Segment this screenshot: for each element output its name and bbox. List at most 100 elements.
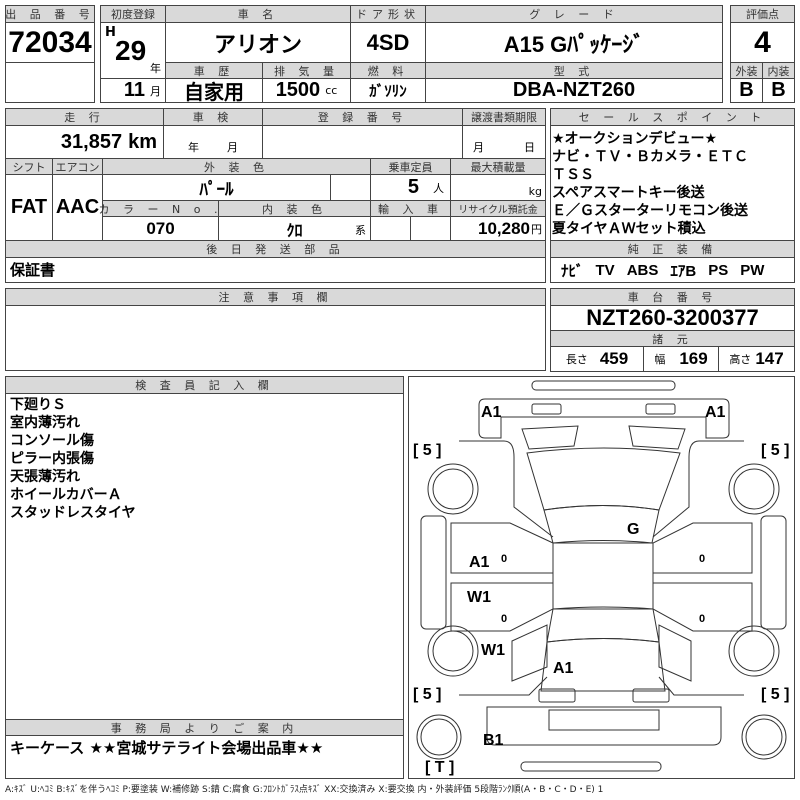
rear-quarter-right [658,624,692,682]
inspector-label: 検 査 員 記 入 欄 [5,376,404,394]
length-label: 長さ [565,353,588,366]
spare-tire-mark: [ T ] [425,759,454,776]
mark-rear-fender-left: W1 [481,642,505,659]
inspector-notes: 下廻りＳ 室内薄汚れ コンソール傷 ピラー内張傷 天張薄汚れ ホイールカバーＡ … [5,393,404,720]
tire-front-right: [ 5 ] [761,442,789,459]
air-conditioner: AAC [52,174,103,241]
capacity-value: 5 [407,176,419,198]
inspector-notes-list: 下廻りＳ 室内薄汚れ コンソール傷 ピラー内張傷 天張薄汚れ ホイールカバーＡ … [10,396,136,522]
inspector-note: 天張薄汚れ [10,469,80,485]
car-name-label: 車 名 [165,5,351,23]
grade: A15 Gﾊﾟｯｹｰｼﾞ [425,22,723,63]
rear-bumper-bar [520,761,662,772]
color-family-unit: 系 [355,225,366,237]
recycle-label: リサイクル預託金 [450,200,546,217]
equipment-item: ﾅﾋﾞ [561,262,584,280]
inspection-label: 車 検 [163,108,263,126]
reg-number-label: 登 録 番 号 [262,108,463,126]
displacement-label: 排 気 量 [262,62,351,79]
car-name: アリオン [165,22,351,63]
spare-tire-left [416,714,462,760]
sales-point: ★オークションデビュー★ [552,131,718,147]
import-cell-a [370,216,411,241]
headlight-left [521,425,579,450]
equipment-item: PS [708,261,729,279]
rear-fender-left [459,676,548,696]
trunk [540,638,666,692]
interior-color-value: ｸﾛ [286,222,303,240]
color-no-label: カ ラ ー N o . [99,200,219,217]
mark-trunk: A1 [553,660,574,677]
width-value: 169 [679,349,708,368]
mark-rear-bumper: B1 [483,732,504,749]
wheel-front-left [427,463,479,515]
interior-color-label: 内 装 色 [218,200,371,217]
transfer-label: 譲渡書類期限 [462,108,546,126]
tire-rear-left: [ 5 ] [413,686,441,703]
rear-window [546,606,660,643]
interior-color: ｸﾛ 系 [218,216,371,241]
license-area [548,709,660,731]
fuel-label: 燃 料 [350,62,426,79]
wheel-rear-right [728,625,780,677]
sales-point: Ｅ／Ｇスターターリモコン後送 [552,203,748,219]
shift-label: シフト [5,158,53,175]
hood [526,447,681,511]
tire-front-left: [ 5 ] [413,442,441,459]
rear-door-left [450,582,554,632]
lot-number-label: 出 品 番 号 [5,5,95,23]
zero-mark: 0 [699,613,705,625]
exterior-label: 外装 [730,62,763,79]
wheel-front-right [728,463,780,515]
lot-empty [5,62,95,103]
damage-diagram: A1 A1 G A1 W1 W1 A1 B1 [ 5 ] [ 5 ] [ 5 ]… [408,376,795,779]
year-unit: 年 [150,62,161,75]
inspection-date: 年月 [163,125,263,159]
equipment-item: ABS [626,261,659,279]
inspector-note: ピラー内張傷 [10,451,94,467]
color-extra [330,174,371,201]
reg-number [262,125,463,159]
notes-area [5,305,546,371]
sales-points-label: セ ー ル ス ポ イ ン ト [550,108,795,126]
capacity-label: 乗車定員 [370,158,451,175]
office-text: キーケース ★★宮城サテライト会場出品車★★ [10,739,324,757]
door-label: ドア形状 [350,5,426,23]
mileage-value: 31,857 [60,130,123,153]
fog-lamp-left [531,403,562,415]
office-label: 事 務 局 よ り ご 案 内 [5,719,404,736]
interior-grade: B [762,78,795,103]
front-bumper-bar [531,380,676,391]
inspector-note: コンソール傷 [10,433,94,449]
transfer-deadline: 月日 [462,125,546,159]
mark-front-door-left: A1 [469,554,490,571]
height-label: 高さ [729,353,752,366]
front-door-left [450,522,554,574]
first-reg-year: H 29 年 [100,22,166,79]
wheel-rear-left [427,625,479,677]
rear-door-right [652,582,753,632]
color-label: 外 装 色 [102,158,371,175]
headlight-right [628,425,686,450]
side-step-left [420,515,447,630]
inspection-year-unit: 年 [188,141,199,154]
inspector-note: ホイールカバーＡ [10,487,122,503]
front-door-right [652,522,753,574]
grade-label: グ レ ー ド [425,5,723,23]
front-fender-right [652,440,744,538]
cc-unit: cc [325,84,338,97]
history: 自家用 [165,78,263,104]
sales-point: ナビ・ＴＶ・Ｂカメラ・ＥＴＣ [552,149,748,165]
rear-bumper [486,706,722,746]
history-label: 車 歴 [165,62,263,79]
office-message: キーケース ★★宮城サテライト会場出品車★★ [5,735,404,779]
legend: A:ｷｽﾞ U:ﾍｺﾐ B:ｷｽﾞを伴うﾍｺﾐ P:要塗装 W:補修跡 S:錆 … [5,785,604,795]
equipment-list: ﾅﾋﾞ TV ABS ｴｱB PS PW [550,257,795,283]
